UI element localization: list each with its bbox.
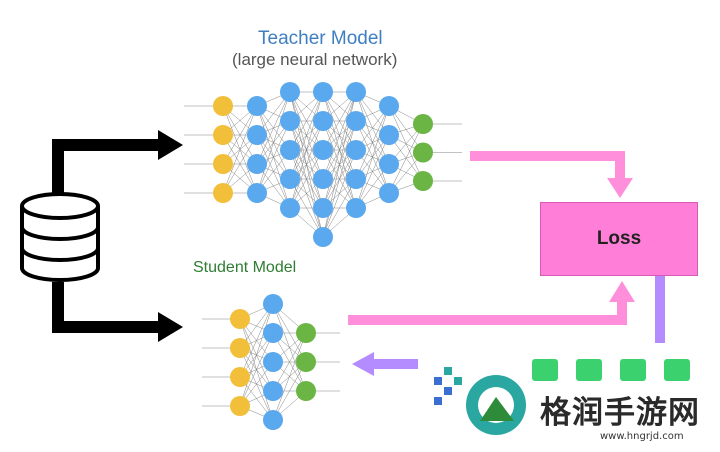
teacher-edge: [322, 178, 357, 238]
teacher-edge: [322, 91, 357, 209]
student-input-node: [230, 396, 250, 416]
teacher-edge: [322, 120, 357, 238]
student-hidden-node: [263, 381, 283, 401]
student-output-node: [296, 323, 316, 343]
teacher-hidden-node: [379, 125, 399, 145]
teacher-hidden-node: [379, 154, 399, 174]
teacher-edge: [322, 91, 357, 151]
student-output-node: [296, 381, 316, 401]
student-to-loss-arrow: [348, 281, 635, 325]
teacher-edge: [289, 91, 324, 151]
teacher-hidden-node: [280, 140, 300, 160]
teacher-input-node: [213, 154, 233, 174]
teacher-hidden-node: [346, 198, 366, 218]
teacher-input-node: [213, 183, 233, 203]
data-to-student-arrow: [52, 282, 183, 342]
teacher-hidden-node: [313, 169, 333, 189]
teacher-to-loss-arrow: [470, 151, 633, 198]
teacher-edge: [289, 91, 324, 180]
student-network: [202, 294, 340, 430]
watermark-logo-icon: [434, 367, 526, 435]
teacher-hidden-node: [313, 111, 333, 131]
teacher-hidden-node: [313, 227, 333, 247]
teacher-edge: [322, 91, 357, 180]
student-edge: [239, 303, 274, 407]
teacher-hidden-node: [313, 82, 333, 102]
teacher-hidden-node: [247, 125, 267, 145]
teacher-input-node: [213, 125, 233, 145]
student-edge: [272, 332, 307, 421]
teacher-edge: [355, 105, 390, 209]
teacher-hidden-node: [280, 169, 300, 189]
student-hidden-node: [263, 323, 283, 343]
teacher-output-node: [413, 171, 433, 191]
student-edge: [272, 361, 307, 421]
data-to-teacher-arrow: [52, 130, 183, 194]
student-input-node: [230, 367, 250, 387]
teacher-input-node: [213, 96, 233, 116]
teacher-edge: [355, 105, 390, 180]
teacher-hidden-node: [379, 96, 399, 116]
watermark-banner-icon: [532, 359, 690, 381]
teacher-hidden-node: [346, 169, 366, 189]
teacher-hidden-node: [313, 140, 333, 160]
teacher-hidden-node: [346, 82, 366, 102]
teacher-edge: [222, 105, 258, 165]
student-output-node: [296, 352, 316, 372]
teacher-network: [184, 82, 462, 247]
teacher-edge: [322, 149, 357, 238]
student-hidden-node: [263, 410, 283, 430]
neural-networks: [184, 82, 462, 430]
teacher-model-title: Teacher Model: [258, 28, 383, 49]
teacher-edge: [222, 134, 258, 194]
teacher-edge: [289, 91, 324, 209]
teacher-output-node: [413, 114, 433, 134]
teacher-edge: [222, 105, 258, 194]
teacher-hidden-node: [280, 198, 300, 218]
student-edge: [239, 303, 274, 378]
teacher-hidden-node: [280, 82, 300, 102]
teacher-model-subtitle: (large neural network): [232, 50, 398, 69]
teacher-edge: [256, 120, 291, 194]
loss-label: Loss: [596, 228, 642, 249]
teacher-hidden-node: [280, 111, 300, 131]
student-input-node: [230, 338, 250, 358]
teacher-edge: [256, 91, 291, 165]
teacher-hidden-node: [346, 111, 366, 131]
teacher-hidden-node: [247, 183, 267, 203]
watermark-title: 格润手游网: [540, 395, 700, 431]
loss-box: Loss: [540, 202, 698, 276]
teacher-hidden-node: [247, 96, 267, 116]
student-model-title: Student Model: [193, 259, 297, 276]
teacher-edge: [388, 123, 424, 194]
teacher-edge: [256, 91, 291, 194]
student-hidden-node: [263, 352, 283, 372]
teacher-edge: [355, 134, 390, 209]
student-hidden-node: [263, 294, 283, 314]
teacher-hidden-node: [379, 183, 399, 203]
teacher-edge: [289, 149, 324, 209]
teacher-output-node: [413, 142, 433, 163]
teacher-hidden-node: [313, 198, 333, 218]
student-edge: [272, 332, 307, 392]
database-icon: [20, 192, 100, 282]
watermark-url: www.hngrjd.com: [600, 431, 684, 442]
teacher-edge: [289, 120, 324, 209]
student-input-node: [230, 309, 250, 329]
watermark: 格润手游网 www.hngrjd.com: [418, 343, 720, 447]
teacher-hidden-node: [247, 154, 267, 174]
student-edge: [239, 332, 274, 407]
teacher-hidden-node: [346, 140, 366, 160]
